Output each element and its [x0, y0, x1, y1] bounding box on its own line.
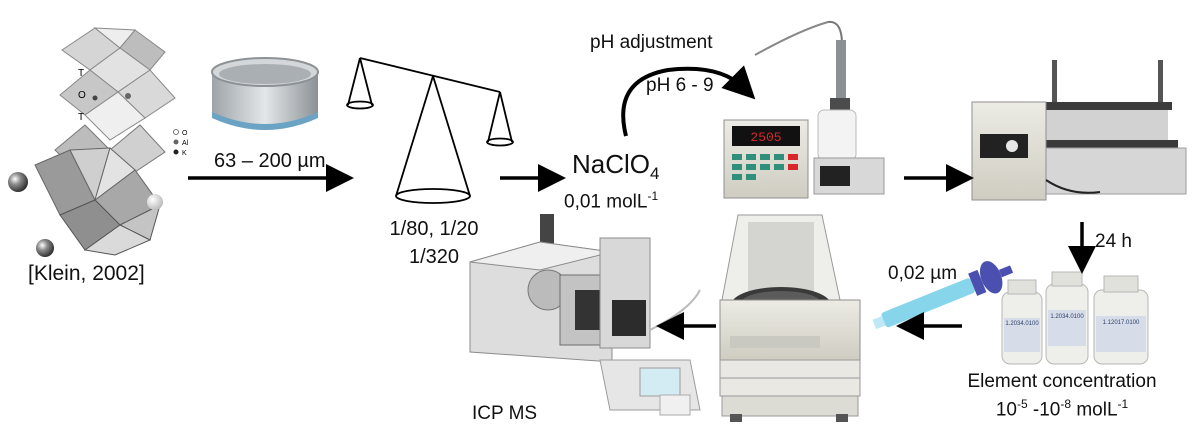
filter-size-label: 0,02 µm: [888, 263, 958, 284]
crystal-label-t: T: [78, 68, 84, 79]
electrolyte-subscript: 4: [650, 164, 660, 184]
electrolyte-base: NaClO: [572, 149, 651, 179]
bottles-image: 1.2034.0100 1.2034.0100 1.12017.0100: [1001, 271, 1149, 365]
flow-arrows: [188, 65, 1096, 340]
ratio-label-line1: 1/80, 1/20: [389, 218, 479, 240]
time-label: 24 h: [1095, 231, 1132, 252]
citation-label: [Klein, 2002]: [28, 262, 145, 285]
electrolyte-label: NaClO4: [572, 150, 659, 184]
sieve-size-label: 63 – 200 µm: [214, 150, 326, 172]
concentration-value: 0,01 molL: [564, 191, 648, 213]
crystal-label-o: O: [78, 90, 86, 101]
crystal-legend-k: K: [182, 150, 187, 157]
elem-conc-a: 10: [995, 399, 1017, 421]
ph-meter-image: 2505: [723, 20, 885, 199]
element-concentration-range: 10-5 -10-8 molL-1: [932, 397, 1192, 421]
bottle-3-label: 1.12017.0100: [1103, 320, 1140, 326]
element-concentration-title: Element concentration: [967, 371, 1157, 392]
bottle-2-label: 1.2034.0100: [1050, 314, 1084, 320]
ratio-label-line2: 1/320: [408, 246, 460, 268]
icp-ms-image: [469, 214, 701, 416]
icp-ms-label: ICP MS: [472, 403, 538, 424]
crystal-structure-image: T O T O Al K: [8, 27, 189, 257]
crystal-label-t2: T: [78, 112, 84, 123]
ph-adjustment-label: pH adjustment: [590, 32, 713, 53]
crystal-legend-al: Al: [182, 140, 189, 147]
ph-range-label: pH 6 - 9: [646, 75, 714, 96]
elem-conc-unit-exp: -1: [1117, 397, 1129, 411]
bottle-1-label: 1.2034.0100: [1005, 321, 1039, 327]
sieve-image: [211, 57, 319, 130]
centrifuge-image: [719, 214, 861, 422]
elem-conc-unit: molL: [1071, 399, 1118, 421]
elem-conc-a-exp: -5: [1016, 397, 1028, 411]
elem-conc-b-exp: -8: [1060, 397, 1072, 411]
balance-cones-image: [346, 57, 514, 204]
arrow-ph-adjustment-curve: [621, 65, 756, 137]
crystal-legend-o: O: [182, 130, 188, 137]
concentration-exponent: -1: [647, 189, 659, 203]
shaker-image: [971, 60, 1187, 201]
concentration-label: 0,01 molL-1: [564, 189, 659, 213]
ph-meter-display-value: 2505: [750, 130, 781, 145]
elem-conc-sep: -10: [1027, 399, 1061, 421]
